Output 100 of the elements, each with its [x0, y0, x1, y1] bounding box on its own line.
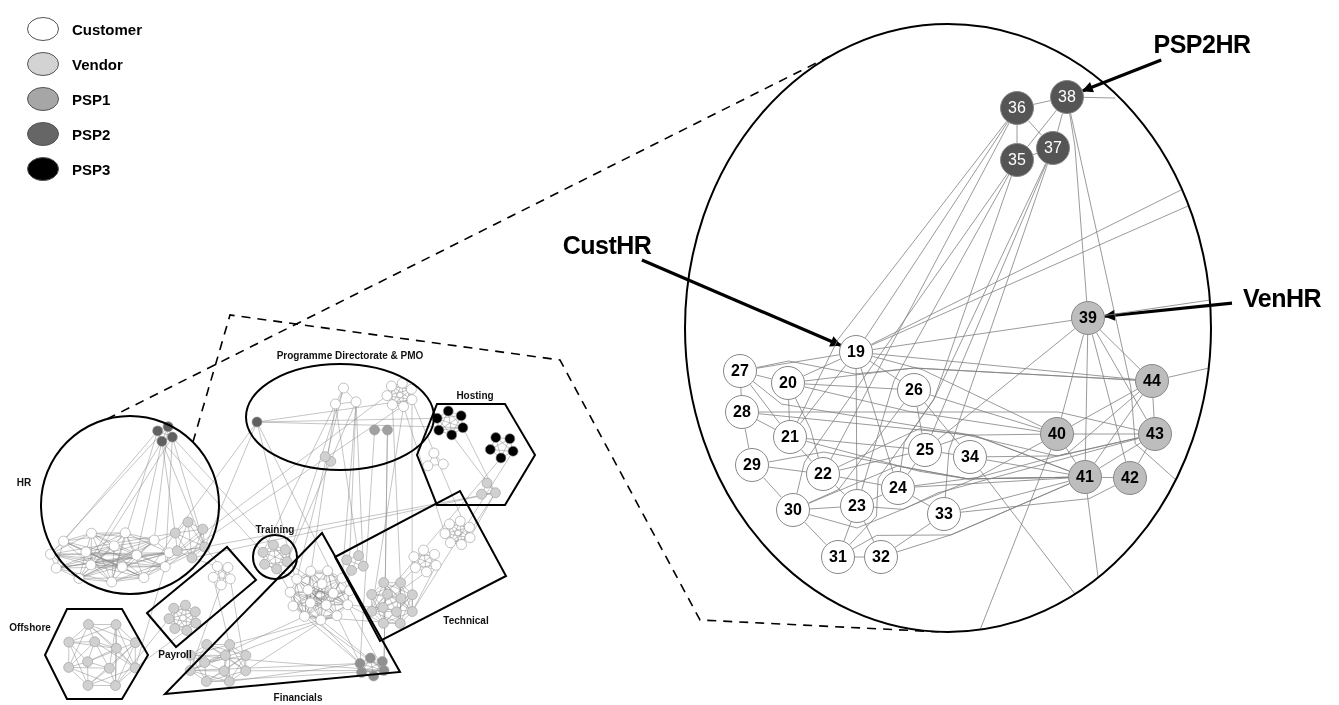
network-link: [872, 320, 1072, 350]
network-link: [758, 413, 1070, 472]
network-link: [873, 438, 1139, 510]
network-node: 23: [840, 489, 874, 523]
network-link: [758, 411, 1139, 431]
network-link: [872, 353, 1136, 380]
network-link: [1027, 109, 1057, 148]
network-link: [797, 121, 1007, 423]
network-link: [869, 360, 901, 382]
network-link: [1099, 442, 1141, 469]
network-node: 27: [723, 354, 757, 388]
legend-label: Customer: [72, 20, 142, 38]
group-label: HR: [16, 476, 32, 488]
network-node: 24: [881, 471, 915, 505]
network-link: [960, 485, 1116, 513]
network-node: 35: [1000, 143, 1034, 177]
network-node: 30: [776, 493, 810, 527]
network-link: [796, 173, 1008, 494]
network-link: [1168, 367, 1210, 378]
group-label: Payroll: [158, 648, 192, 660]
network-link: [1057, 113, 1063, 132]
network-link: [1061, 334, 1084, 418]
network-node: 40: [1040, 417, 1074, 451]
network-node: 43: [1138, 417, 1172, 451]
network-link: [979, 470, 1076, 595]
network-link: [1016, 124, 1018, 144]
network-link: [872, 355, 1043, 428]
network-link: [864, 121, 1009, 339]
network-link: [872, 494, 883, 500]
network-link: [749, 384, 781, 424]
network-node: 20: [771, 366, 805, 400]
callout-arrow: [1103, 301, 1233, 321]
network-link: [937, 328, 1076, 440]
network-link: [907, 463, 916, 475]
network-link: [914, 477, 1069, 488]
network-link: [1099, 329, 1141, 370]
network-link: [1073, 433, 1139, 435]
network-link: [804, 367, 1136, 382]
network-link: [1032, 153, 1038, 155]
network-link: [800, 365, 846, 424]
network-link: [804, 521, 827, 546]
network-link: [979, 449, 1052, 631]
network-link: [863, 521, 875, 542]
network-link: [914, 391, 1140, 487]
network-link: [1033, 100, 1051, 105]
network-node: 33: [927, 497, 961, 531]
network-link: [940, 433, 1041, 445]
network-node: 42: [1113, 461, 1147, 495]
network-link: [861, 174, 1010, 491]
network-node: 38: [1050, 80, 1084, 114]
network-link: [803, 358, 841, 377]
network-link: [740, 387, 742, 396]
network-link: [806, 438, 909, 449]
network-link: [1069, 113, 1088, 302]
network-link: [788, 399, 790, 421]
group-label: Offshore: [9, 621, 51, 633]
legend-label: PSP2: [72, 125, 111, 143]
network-link: [795, 397, 819, 458]
network-link: [800, 449, 813, 462]
network-link: [1094, 394, 1143, 464]
network-node: 34: [953, 440, 987, 474]
network-link: [929, 394, 1042, 430]
network-link: [756, 354, 840, 369]
legend-label: PSP1: [72, 90, 111, 108]
network-node: 39: [1071, 301, 1105, 335]
legend-label: PSP3: [72, 160, 111, 178]
callout-arrow: [641, 258, 842, 347]
network-link: [804, 383, 898, 390]
network-link: [944, 163, 1048, 498]
group-label: Training: [255, 523, 295, 535]
network-link: [986, 459, 1069, 475]
network-link: [860, 367, 894, 473]
group-label: Programme Directorate & PMO: [276, 349, 424, 361]
network-link: [1096, 332, 1147, 420]
network-link: [1070, 113, 1177, 481]
network-link: [808, 403, 905, 504]
network-link: [855, 368, 858, 490]
network-link: [852, 483, 1070, 550]
network-link: [1027, 120, 1043, 136]
network-link: [763, 477, 782, 498]
network-node: 22: [806, 457, 840, 491]
network-link: [1086, 493, 1099, 578]
callout-arrow: [1081, 58, 1162, 93]
group-label: Hosting: [456, 389, 494, 401]
network-node: 19: [839, 335, 873, 369]
network-link: [854, 556, 865, 558]
network-link: [1104, 299, 1211, 316]
callout-label: VenHR: [1232, 283, 1332, 313]
network-link: [924, 402, 960, 445]
network-node: 41: [1068, 460, 1102, 494]
network-link: [960, 480, 1069, 511]
network-link: [768, 466, 807, 473]
network-link: [756, 374, 772, 380]
network-link: [838, 428, 1139, 468]
network-link: [1101, 477, 1114, 478]
network-node: 21: [773, 420, 807, 454]
network-link: [894, 523, 931, 548]
network-link: [804, 386, 1041, 432]
network-link: [843, 521, 852, 542]
network-node: 26: [897, 373, 931, 407]
